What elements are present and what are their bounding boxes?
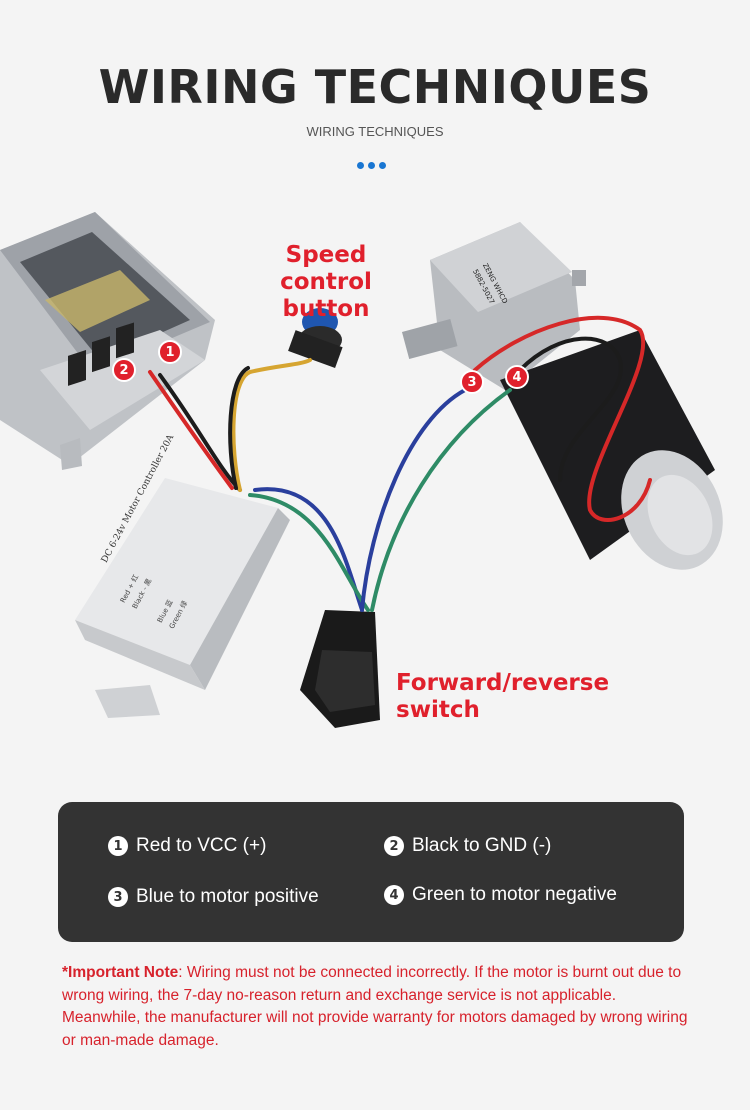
marker-1: 1 [158,340,182,364]
power-supply [0,212,215,470]
decorative-dots [357,162,393,170]
motor-controller [75,478,290,718]
marker-4: 4 [505,365,529,389]
important-note-body: : Wiring must not be connected incorrect… [62,964,688,1049]
number-badge-1: 1 [108,836,128,856]
wiring-item-2: 2 Black to GND (-) [384,835,551,857]
important-note-lead: *Important Note [62,964,179,981]
speed-control-callout: Speed control button [280,242,372,322]
speed-potentiometer [288,308,343,368]
page-subtitle: WIRING TECHNIQUES [306,124,444,139]
wiring-item-text: Black to GND (-) [412,835,552,856]
wiring-item-3: 3 Blue to motor positive [108,886,319,908]
marker-3: 3 [460,370,484,394]
marker-2: 2 [112,358,136,382]
page-title: WIRING TECHNIQUES [98,60,652,114]
number-badge-2: 2 [384,836,404,856]
important-note: *Important Note: Wiring must not be conn… [62,962,692,1052]
number-badge-3: 3 [108,887,128,907]
forward-reverse-callout: Forward/reverse switch [396,670,610,723]
wiring-item-text: Red to VCC (+) [136,835,267,856]
wiring-legend-panel: 1 Red to VCC (+) 2 Black to GND (-) 3 Bl… [58,802,684,942]
wiring-item-4: 4 Green to motor negative [384,884,617,906]
rocker-switch [300,610,380,728]
wiring-item-1: 1 Red to VCC (+) [108,835,266,857]
wiring-photo [0,212,723,728]
wires [148,315,652,612]
gear-motor [401,222,723,570]
wiring-item-text: Green to motor negative [412,884,617,905]
wiring-item-text: Blue to motor positive [136,886,319,907]
number-badge-4: 4 [384,885,404,905]
